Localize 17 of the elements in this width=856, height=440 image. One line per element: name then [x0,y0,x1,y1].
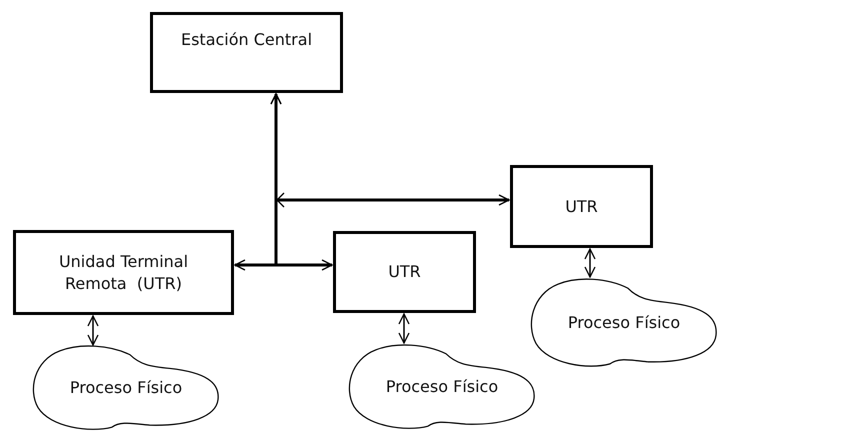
connector-arrow [584,248,596,278]
node-label: Proceso Físico [386,376,498,398]
connector-arrow [398,313,410,344]
cloud-shape [346,342,538,432]
node-label: UTR [388,261,421,283]
cloud-shape [30,343,222,433]
node-label: Unidad Terminal Remota (UTR) [58,250,190,294]
process-box [333,231,476,313]
process-box [510,165,653,248]
node-label: Estación Central [180,29,312,51]
node-label: Proceso Físico [70,377,182,399]
node-label: UTR [565,196,598,218]
node-label: Proceso Físico [568,312,680,334]
process-box [150,12,343,93]
process-box [13,230,234,315]
connector-arrow [87,315,99,346]
connector-arrow [270,93,333,271]
